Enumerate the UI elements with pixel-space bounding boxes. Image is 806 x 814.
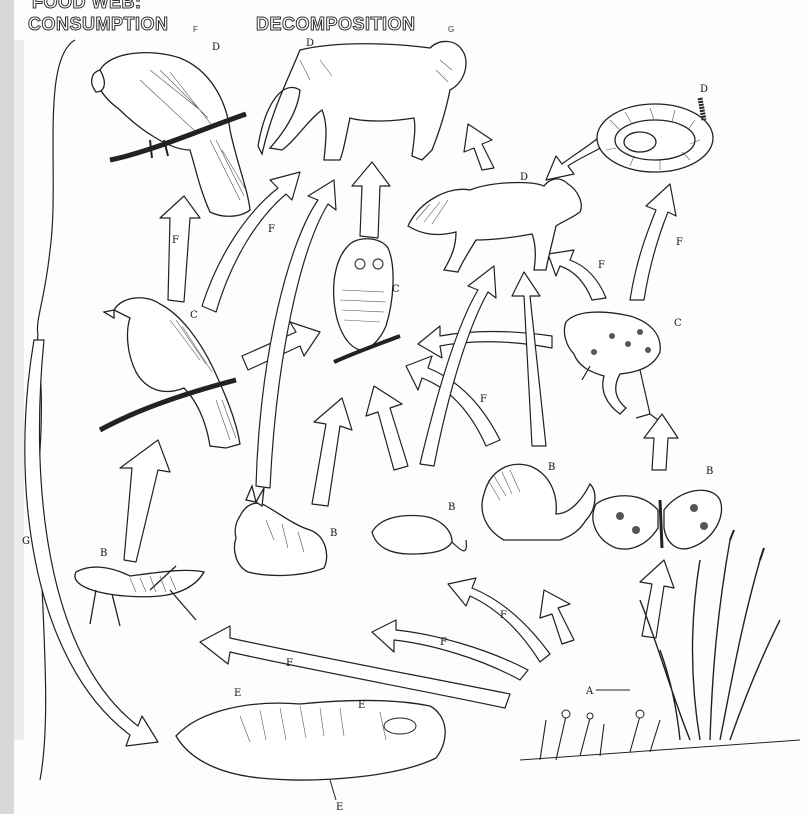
crow-illustration: C	[100, 298, 240, 448]
label-f: F	[480, 394, 487, 405]
label-d: D	[520, 172, 528, 183]
label-e: E	[358, 700, 365, 711]
rattlesnake-illustration: D	[597, 84, 713, 172]
label-d: D	[700, 84, 708, 95]
label-f: F	[598, 260, 605, 271]
header-decomposition: DECOMPOSITION	[256, 14, 416, 34]
label-f: F	[286, 658, 293, 669]
label-c: C	[190, 310, 198, 321]
mouse-illustration: B	[372, 502, 466, 554]
hawk-illustration: D	[92, 42, 250, 216]
scan-edge-shadow	[0, 0, 14, 814]
consumption-brace	[37, 40, 75, 780]
label-c: C	[392, 284, 400, 295]
label-b: B	[330, 528, 337, 539]
label-b: B	[448, 502, 455, 513]
label-f: F	[440, 637, 447, 648]
butterfly-illustration: B	[593, 466, 722, 549]
frog-illustration: C	[564, 312, 682, 420]
label-f: F	[172, 235, 179, 246]
label-a: A	[585, 686, 594, 697]
label-e: E	[336, 802, 343, 813]
label-e: E	[234, 688, 241, 699]
label-b: B	[100, 548, 107, 559]
header-consumption-sub: F	[193, 25, 198, 34]
squirrel-illustration: B	[482, 462, 595, 540]
label-f: F	[500, 610, 507, 621]
decomposing-remains-illustration: E E E	[176, 688, 445, 813]
owl-illustration: C	[334, 239, 400, 362]
scan-edge-shadow-inner	[14, 40, 24, 740]
label-d: D	[306, 38, 314, 49]
label-b: B	[548, 462, 555, 473]
label-b: B	[706, 466, 713, 477]
label-f: F	[268, 224, 275, 235]
label-g: G	[22, 536, 30, 547]
label-f: F	[676, 237, 683, 248]
header-consumption: CONSUMPTION	[28, 14, 169, 34]
grasshopper-illustration: B	[75, 548, 204, 626]
mountain-lion-illustration: D	[258, 38, 466, 160]
header-decomposition-sub: G	[448, 25, 454, 34]
header-partial-top: FOOD WEB:	[32, 0, 142, 12]
label-c: C	[674, 318, 682, 329]
label-d: D	[212, 42, 220, 53]
